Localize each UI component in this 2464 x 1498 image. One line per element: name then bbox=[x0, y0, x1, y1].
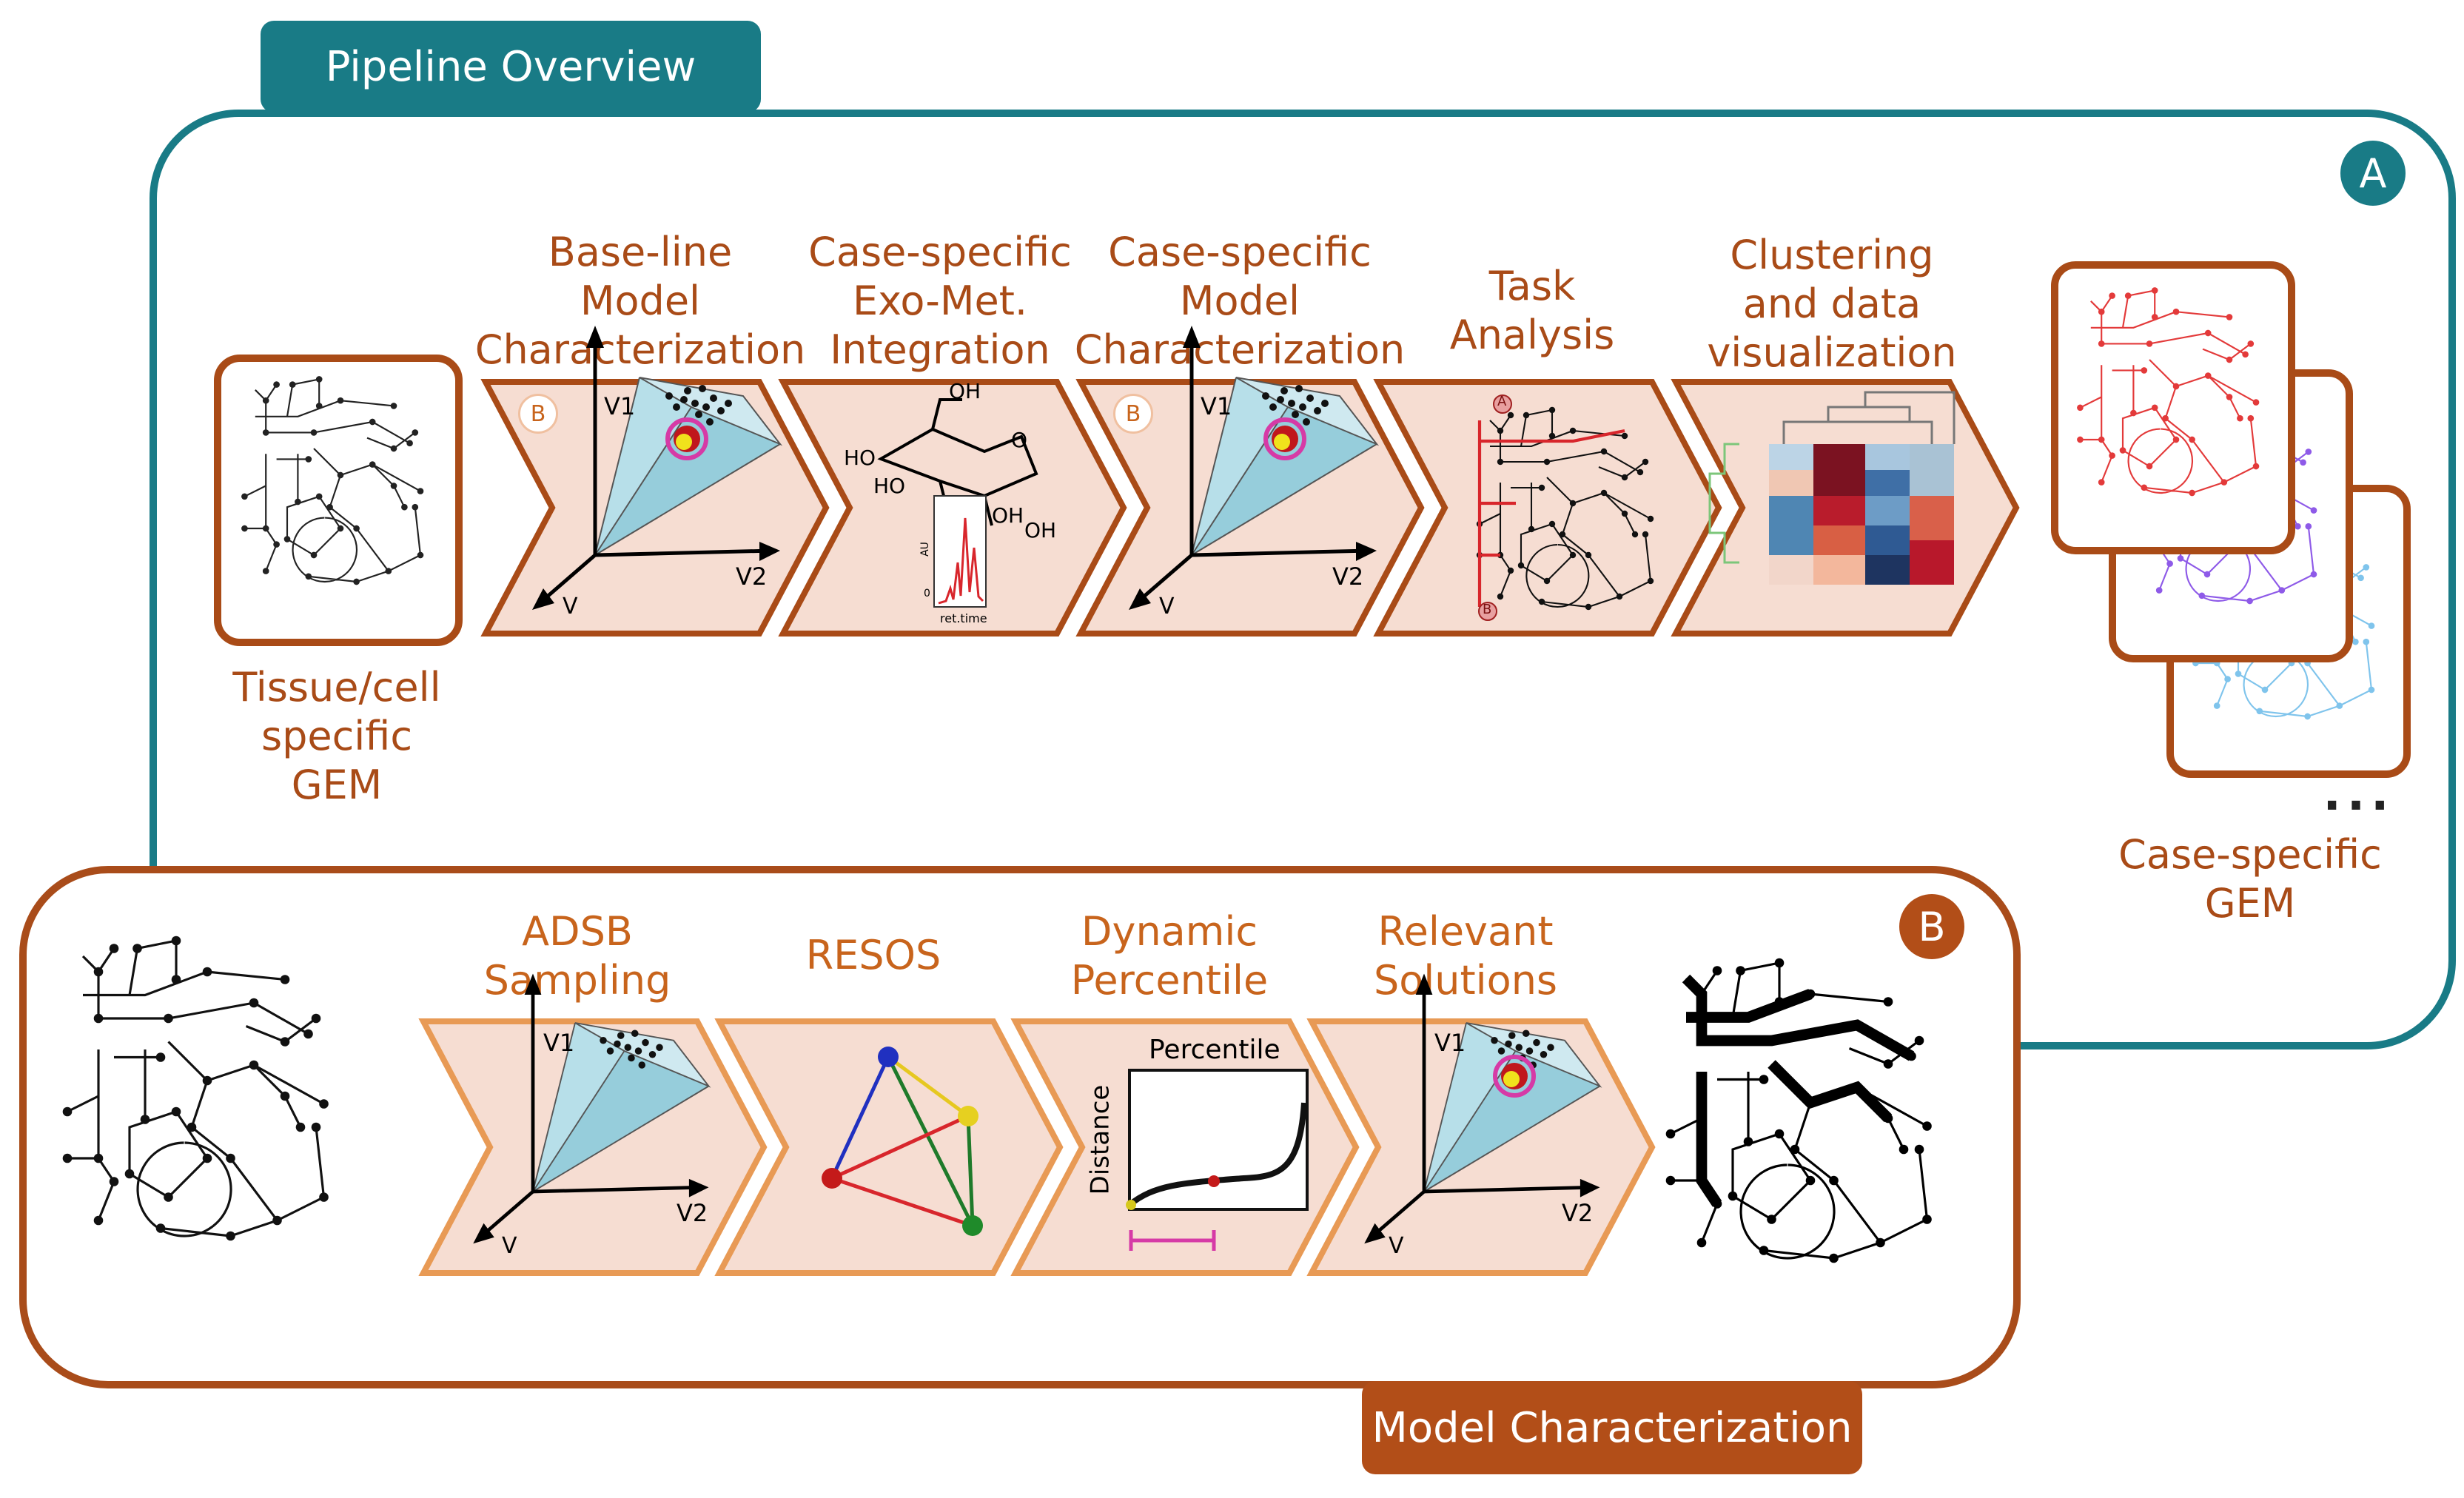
step-label-relevant-solutions: Relevant Solutions bbox=[1373, 908, 1558, 1004]
percentile-title: Percentile bbox=[1149, 1035, 1280, 1065]
step-label-dynamic-percentile: Dynamic Percentile bbox=[1070, 908, 1269, 1004]
model-characterization-label: Model Characterization bbox=[1372, 1403, 1853, 1452]
glucose-oh-3: OH bbox=[1024, 518, 1057, 543]
glucose-o: O bbox=[1011, 428, 1028, 452]
axis-v2-label-4: V2 bbox=[1562, 1199, 1594, 1227]
axis-v1-label-3: V1 bbox=[543, 1029, 575, 1057]
step-marker-baseline: B bbox=[518, 394, 558, 434]
axis-v1-label-2: V1 bbox=[1201, 392, 1232, 420]
spectrum-zero: 0 bbox=[924, 588, 930, 599]
step-marker-case-specific: B bbox=[1113, 394, 1153, 434]
pipeline-overview-label: Pipeline Overview bbox=[325, 42, 696, 91]
axis-v-label-4: V bbox=[1389, 1233, 1404, 1259]
glucose-ho-1: HO bbox=[844, 446, 876, 470]
axis-v1-label-1: V1 bbox=[604, 392, 636, 420]
step-label-case-specific: Case-specific Model Characterization bbox=[1074, 229, 1406, 373]
step-label-resos: RESOS bbox=[805, 932, 941, 978]
axis-v-label-2: V bbox=[1159, 594, 1175, 619]
step-label-clustering: Clustering and data visualization bbox=[1707, 232, 1957, 376]
badge-a: A bbox=[2340, 141, 2406, 206]
axis-v-label-1: V bbox=[563, 594, 578, 619]
glucose-oh-2: OH bbox=[992, 503, 1024, 528]
step-label-baseline: Base-line Model Characterization bbox=[474, 229, 806, 373]
heatmap-glyph bbox=[1708, 391, 1956, 585]
axis-v1-label-4: V1 bbox=[1434, 1029, 1466, 1057]
distance-axis-label: Distance bbox=[1085, 1084, 1115, 1195]
percentile-plot bbox=[1126, 1069, 1309, 1251]
glucose-oh-1: OH bbox=[949, 379, 981, 403]
step-label-task-analysis: Task Analysis bbox=[1449, 263, 1615, 358]
output-gem-label: Case-specific GEM bbox=[2118, 831, 2382, 927]
axis-v-label-3: V bbox=[502, 1233, 517, 1259]
step-label-exo-met: Case-specific Exo-Met. Integration bbox=[808, 229, 1072, 373]
step-label-adsb: ADSB Sampling bbox=[483, 908, 671, 1004]
input-gem-label: Tissue/cell specific GEM bbox=[232, 664, 441, 808]
axis-v2-label-1: V2 bbox=[736, 562, 768, 591]
axis-v2-label-3: V2 bbox=[677, 1199, 708, 1227]
spectrum-x-label: ret.time bbox=[940, 611, 987, 625]
pipeline-overview-tab[interactable]: Pipeline Overview bbox=[261, 21, 761, 112]
resos-tetrahedron bbox=[822, 1047, 983, 1236]
badge-b: B bbox=[1899, 894, 1964, 959]
model-characterization-tab[interactable]: Model Characterization bbox=[1362, 1381, 1862, 1474]
axis-v2-label-2: V2 bbox=[1332, 562, 1364, 591]
task-marker-b: B bbox=[1483, 602, 1492, 617]
glucose-ho-2: HO bbox=[873, 474, 906, 498]
task-marker-a: A bbox=[1497, 394, 1507, 409]
spectrum-y-label: AU bbox=[919, 542, 931, 557]
